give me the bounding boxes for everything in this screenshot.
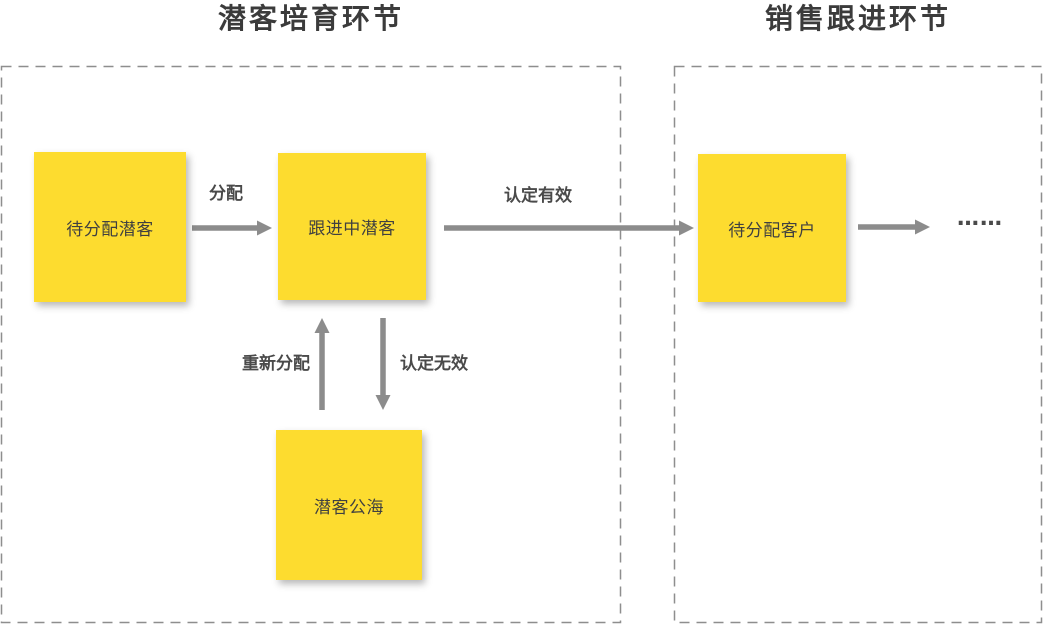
- continuation-ellipsis: ……: [957, 206, 1003, 231]
- continuation-arrow-head: [915, 219, 930, 235]
- reassign-arrow-head: [314, 318, 330, 333]
- stage-title-lead-nurturing: 潜客培育环节: [217, 2, 404, 35]
- stage-title-sales-followup: 销售跟进环节: [764, 2, 951, 35]
- sales-followup-panel-border: [673, 65, 1043, 624]
- edge-label-confirm-invalid: 认定无效: [400, 354, 468, 374]
- node-following-leads: 跟进中潜客: [278, 153, 426, 300]
- edge-label-reassign: 重新分配: [242, 354, 310, 374]
- node-pending-leads: 待分配潜客: [34, 152, 186, 302]
- assign-arrow-head: [257, 220, 272, 236]
- node-pending-customers: 待分配客户: [698, 154, 846, 302]
- confirm-valid-arrow-head: [679, 220, 694, 236]
- node-lead-pool: 潜客公海: [276, 430, 422, 580]
- edge-label-confirm-valid: 认定有效: [504, 186, 572, 206]
- confirm-invalid-arrow-head: [375, 395, 391, 410]
- edge-label-assign: 分配: [209, 184, 243, 204]
- lead-nurturing-panel-border: [0, 65, 622, 624]
